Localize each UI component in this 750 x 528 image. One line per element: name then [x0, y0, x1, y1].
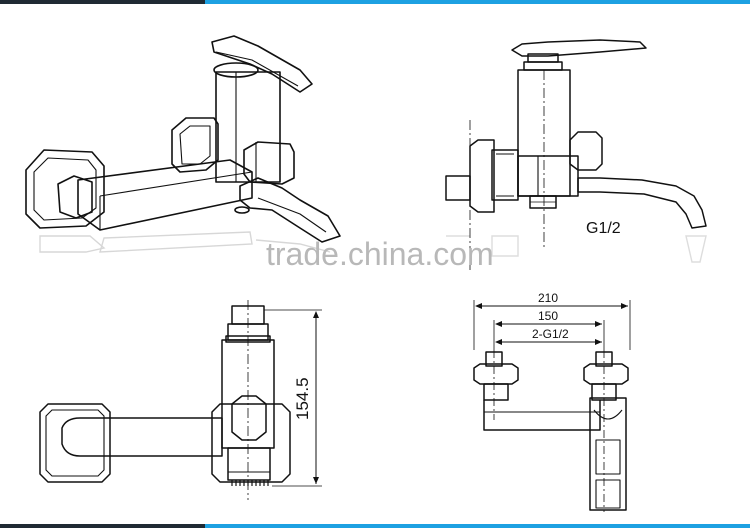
side-lever-handle [511, 39, 647, 57]
bottom-bar-blue-segment [205, 524, 750, 528]
center-distance-label: 150 [538, 309, 558, 323]
overall-width-label: 210 [538, 291, 558, 305]
view-perspective [25, 35, 341, 243]
top-aerator [227, 447, 271, 481]
left-eccentric-nut [57, 175, 93, 219]
view-front [473, 300, 631, 512]
valve-column [215, 71, 281, 183]
front-valve-column [589, 397, 627, 511]
view-top [39, 300, 322, 500]
side-inlet-nut [491, 149, 519, 201]
watermark-text: trade.china.com [266, 236, 494, 272]
top-bar-blue-segment [205, 0, 750, 4]
side-spout [577, 177, 707, 229]
side-inlet-pipe [445, 175, 471, 201]
top-bar-dark-segment [0, 0, 205, 4]
side-lower-body [517, 155, 579, 197]
spout [239, 177, 341, 243]
top-accent-bar [0, 0, 750, 4]
top-spout-body [61, 417, 223, 457]
side-wall-flange [469, 139, 495, 213]
side-diverter-knob [569, 131, 603, 171]
right-wall-flange [171, 117, 219, 173]
top-right-flange [211, 403, 291, 483]
bottom-bar-dark-segment [0, 524, 205, 528]
front-right-flange [583, 363, 629, 385]
thread-callout-side: G1/2 [586, 220, 621, 237]
view-side [445, 39, 707, 270]
top-wall-flange [39, 403, 111, 483]
horizontal-body [77, 159, 253, 231]
left-wall-flange [25, 149, 105, 229]
front-horizontal-body [483, 400, 601, 431]
top-diverter-knob [231, 395, 267, 441]
view-side-reflection [446, 235, 707, 263]
lever-handle [211, 35, 313, 93]
inlet-thread-label: 2-G1/2 [532, 327, 569, 341]
view-perspective-reflection [39, 231, 331, 253]
height-dimension-label: 154.5 [293, 377, 312, 420]
bottom-accent-bar [0, 524, 750, 528]
front-left-flange [473, 363, 519, 385]
diverter-knob [243, 141, 295, 185]
